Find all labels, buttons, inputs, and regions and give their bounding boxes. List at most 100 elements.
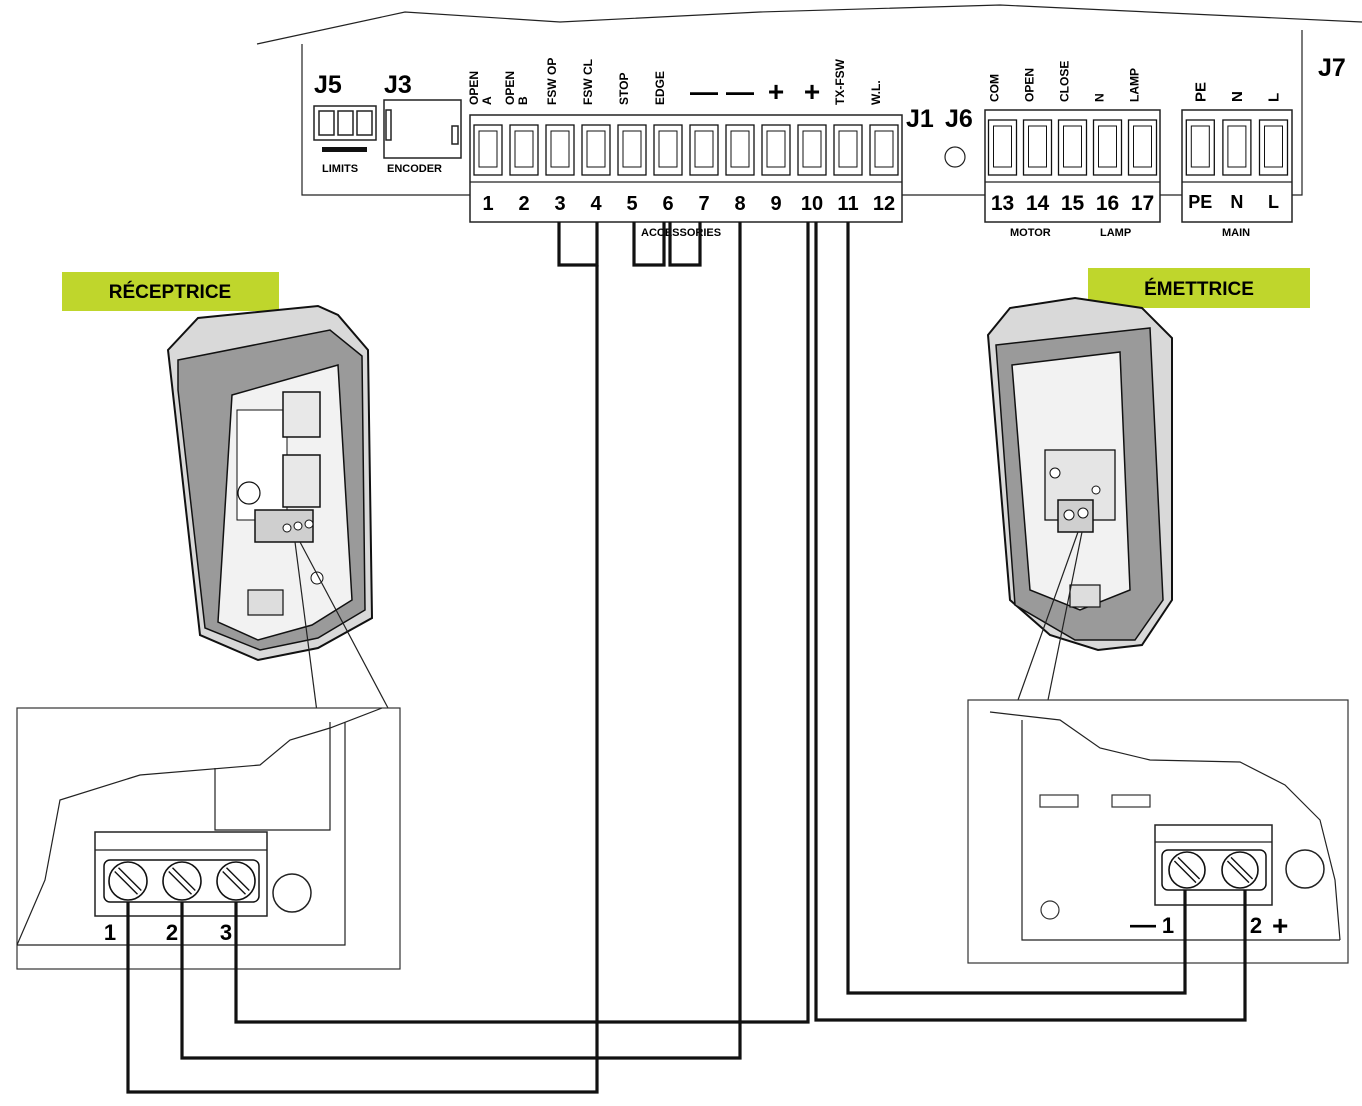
j6-number-17: 17: [1131, 192, 1154, 215]
receiver-terminal-number-2: 2: [166, 920, 178, 945]
j7-slot-inner-L: [1264, 125, 1283, 168]
j6-slot-inner-13: [993, 125, 1012, 168]
accessories-label: ACCESSORIES: [641, 227, 721, 239]
j1-number-6: 6: [662, 193, 673, 215]
wire-receiver-1-to-terminal-4: [126, 265, 599, 1094]
receiver-terminal-number-3: 3: [220, 920, 232, 945]
j1-number-3: 3: [554, 193, 565, 215]
receiver-screw-3: [216, 861, 256, 901]
j1-slot-inner-7: [694, 130, 714, 168]
j1-slot-inner-10: [802, 130, 822, 168]
j1-number-11: 11: [837, 193, 858, 215]
receiver-screw-slot-a-3: [222, 871, 246, 895]
j1-number-2: 2: [518, 193, 529, 215]
j1-label-1-0: OPEN: [467, 71, 481, 105]
wire-transmitter-1-to-terminal-11: [846, 222, 1187, 995]
jumpers: [557, 222, 702, 267]
j3-label: J3: [384, 71, 412, 99]
j7-label-L: L: [1266, 93, 1283, 102]
jumper-5-6: [632, 222, 666, 267]
transmitter-terminal-number-2: 2: [1250, 913, 1262, 938]
j1-sign-8: —: [726, 76, 754, 107]
j1-number-8: 8: [734, 193, 745, 215]
receiver-title: RÉCEPTRICE: [109, 281, 231, 303]
transmitter-badge: [1088, 268, 1310, 308]
j1-label-1-1: A: [480, 96, 494, 105]
receiver-device-icon: [166, 304, 374, 662]
board-hole: [944, 146, 966, 168]
j1-number-1: 1: [482, 193, 493, 215]
j1-label-2-0: OPEN: [503, 71, 517, 105]
j6-number-16: 16: [1096, 192, 1119, 215]
receiver-screw-slot-a-2: [168, 871, 192, 895]
transmitter-screw-slot-b-1: [1177, 856, 1201, 880]
transmitter-screw-1: [1168, 851, 1206, 889]
j5-limits-connector: [313, 105, 377, 152]
j7-number-PE: PE: [1188, 192, 1212, 212]
motor-label: MOTOR: [1010, 227, 1051, 239]
receiver-screw-2: [162, 861, 202, 901]
j6-slot-inner-17: [1133, 125, 1152, 168]
j1-slot-inner-4: [586, 130, 606, 168]
j6-slot-inner-14: [1028, 125, 1047, 168]
transmitter-pad-2: [1111, 794, 1151, 808]
j1-slot-inner-2: [514, 130, 534, 168]
lamp-label: LAMP: [1100, 227, 1131, 239]
receiver-mount-hole: [272, 873, 312, 913]
jumper-3-4: [557, 222, 599, 267]
transmitter-small-hole: [1040, 900, 1060, 920]
j3-encoder-connector: [383, 99, 462, 159]
j7-label-PE: PE: [1192, 82, 1209, 102]
receiver-screw-slot-a-1: [114, 871, 138, 895]
receiver-screw-1: [108, 861, 148, 901]
j1-number-7: 7: [698, 193, 709, 215]
j1-number-9: 9: [770, 193, 781, 215]
j1-slot-inner-1: [478, 130, 498, 168]
j1-label-3: FSW OP: [545, 58, 559, 105]
transmitter-plus-sign: +: [1272, 910, 1288, 941]
j1-slot-inner-11: [838, 130, 858, 168]
transmitter-terminal-number-1: 1: [1162, 913, 1174, 938]
limits-label: LIMITS: [322, 163, 358, 175]
receiver-screw-slot-b-1: [118, 867, 142, 891]
j7-label-N: N: [1229, 91, 1246, 102]
j1-number-4: 4: [590, 193, 602, 215]
j1-label-2-1: B: [516, 96, 530, 105]
j6-slot-inner-16: [1098, 125, 1117, 168]
j1-number-5: 5: [626, 193, 637, 215]
j6-number-15: 15: [1061, 192, 1085, 215]
j1-label-4: FSW CL: [581, 59, 595, 105]
j1-label-11: TX-FSW: [833, 58, 847, 105]
j1-slot-inner-8: [730, 130, 750, 168]
j7-slot-inner-N: [1227, 125, 1247, 168]
j1-label-5: STOP: [617, 73, 631, 105]
j1-slot-inner-5: [622, 130, 642, 168]
j6-label-15: CLOSE: [1058, 61, 1072, 102]
wire-receiver-2-to-terminal-8: [180, 222, 742, 1060]
j1-slot-inner-12: [874, 130, 894, 168]
j6-number-13: 13: [991, 192, 1014, 215]
transmitter-screw-slot-a-2: [1226, 860, 1250, 884]
receiver-screw-slot-b-3: [226, 867, 250, 891]
receiver-section: RÉCEPTRICE: [16, 272, 401, 970]
transmitter-minus-sign: —: [1130, 909, 1156, 939]
j1-sign-10: +: [804, 76, 820, 107]
j6-number-14: 14: [1026, 192, 1050, 215]
j6-slot-inner-15: [1063, 125, 1082, 168]
j6-label-13: COM: [988, 74, 1002, 102]
j7-label: J7: [1318, 54, 1346, 82]
transmitter-title: ÉMETTRICE: [1144, 278, 1254, 300]
control-board: J5 LIMITS J3 ENCODER J1 J6 ACCESSORIES: [256, 4, 1362, 239]
wire-receiver-3-to-terminal-10: [234, 222, 810, 1024]
j5-label: J5: [314, 71, 342, 99]
j1-sign-9: +: [768, 76, 784, 107]
j6-label-17: LAMP: [1128, 68, 1142, 102]
main-label: MAIN: [1222, 227, 1250, 239]
